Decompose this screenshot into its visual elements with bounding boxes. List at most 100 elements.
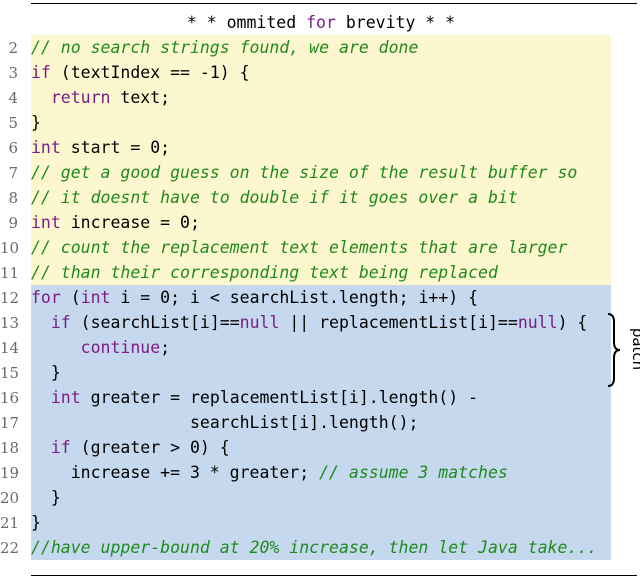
code-token: }	[31, 513, 41, 532]
code-token	[31, 338, 81, 357]
line-number: 15	[0, 364, 20, 382]
code-line: 2 // no search strings found, we are done	[0, 35, 640, 60]
code-token	[31, 313, 51, 332]
line-number: 3	[8, 64, 18, 82]
line-number: 6	[8, 139, 18, 157]
line-number: 13	[0, 314, 20, 332]
code-token	[31, 438, 51, 457]
code-text: // get a good guess on the size of the r…	[31, 160, 611, 185]
comment-token: // count the replacement text elements t…	[31, 238, 568, 257]
keyword-token: int	[50, 388, 81, 407]
code-line: 5}	[0, 110, 640, 135]
comment-token: //have upper-bound at 20% increase, then…	[31, 538, 598, 557]
code-text: if (greater > 0) {	[31, 435, 611, 460]
code-text: }	[31, 485, 611, 510]
code-text: // count the replacement text elements t…	[31, 235, 611, 260]
code-token: searchList[i].length();	[189, 413, 419, 432]
code-token: * * ommited	[186, 13, 307, 32]
code-line: 6 int start = 0;	[0, 135, 640, 160]
comment-token: // assume 3 matches	[319, 463, 508, 482]
code-line: 20 }	[0, 485, 640, 510]
line-number: 2	[8, 39, 18, 57]
code-token: start = 0;	[60, 138, 171, 157]
line-number: 10	[0, 239, 20, 257]
code-line: * * ommited for brevity * *	[0, 10, 640, 35]
top-rule	[31, 3, 637, 4]
line-number: 17	[0, 414, 20, 432]
keyword-token: continue	[80, 338, 161, 357]
comment-token: // than their corresponding text being r…	[31, 263, 498, 282]
code-text: int increase = 0;	[31, 210, 611, 235]
code-token	[31, 88, 51, 107]
line-number: 12	[0, 289, 20, 307]
keyword-token: null	[239, 313, 280, 332]
code-text: // no search strings found, we are done	[31, 35, 611, 60]
code-line: 22 //have upper-bound at 20% increase, th…	[0, 535, 640, 560]
code-token: i = 0; i < searchList.length; i++) {	[110, 288, 479, 307]
code-token	[31, 388, 51, 407]
code-text: // than their corresponding text being r…	[31, 260, 611, 285]
line-number: 9	[8, 214, 18, 232]
code-token: text;	[110, 88, 171, 107]
keyword-token: null	[517, 313, 558, 332]
patch-annotation-label: patch	[629, 327, 640, 371]
code-line: 16 int greater = replacementList[i].leng…	[0, 385, 640, 410]
code-token: brevity * *	[335, 13, 456, 32]
keyword-token: for	[306, 13, 336, 32]
code-text: * * ommited for brevity * *	[31, 10, 611, 35]
code-token: (	[60, 288, 81, 307]
comment-token: // it doesnt have to double if it goes o…	[31, 188, 518, 207]
code-token: || replacementList[i]==	[279, 313, 518, 332]
code-line: 17 searchList[i].length();	[0, 410, 640, 435]
keyword-token: if	[50, 313, 71, 332]
comment-token: // get a good guess on the size of the r…	[31, 163, 578, 182]
code-text: searchList[i].length();	[31, 410, 611, 435]
code-text: if (searchList[i]==null || replacementLi…	[31, 310, 611, 335]
code-token: (textIndex == -1) {	[50, 63, 250, 82]
code-token: increase += 3 * greater;	[31, 463, 320, 482]
line-number: 18	[0, 439, 20, 457]
code-token: (searchList[i]==	[70, 313, 240, 332]
code-line: 4 return text;	[0, 85, 640, 110]
keyword-token: int	[31, 213, 61, 232]
code-line: 19 increase += 3 * greater; // assume 3 …	[0, 460, 640, 485]
keyword-token: int	[80, 288, 111, 307]
code-token: ) {	[557, 313, 588, 332]
line-number: 16	[0, 389, 20, 407]
code-text: // it doesnt have to double if it goes o…	[31, 185, 611, 210]
code-line: 3 if (textIndex == -1) {	[0, 60, 640, 85]
line-number: 11	[0, 264, 20, 282]
code-line: 8 // it doesnt have to double if it goes …	[0, 185, 640, 210]
code-line: 12 for (int i = 0; i < searchList.length;…	[0, 285, 640, 310]
code-line: 14 continue;	[0, 335, 640, 360]
keyword-token: if	[31, 63, 51, 82]
line-number: 22	[0, 539, 20, 557]
code-text: }	[31, 110, 611, 135]
code-text: return text;	[31, 85, 611, 110]
line-number: 21	[0, 514, 20, 532]
code-line: 21}	[0, 510, 640, 535]
code-token: greater = replacementList[i].length() -	[80, 388, 479, 407]
curly-brace-icon	[607, 313, 621, 387]
line-number: 8	[8, 189, 18, 207]
code-token: (greater > 0) {	[70, 438, 230, 457]
line-number: 7	[8, 164, 18, 182]
comment-token: // no search strings found, we are done	[31, 38, 419, 57]
keyword-token: int	[31, 138, 61, 157]
bottom-rule	[31, 575, 637, 576]
code-text: int greater = replacementList[i].length(…	[31, 385, 611, 410]
line-number: 5	[8, 114, 18, 132]
code-line: 10 // count the replacement text elements…	[0, 235, 640, 260]
code-line: 7 // get a good guess on the size of the …	[0, 160, 640, 185]
keyword-token: for	[31, 288, 61, 307]
line-number: 20	[0, 489, 20, 507]
code-token: }	[31, 113, 41, 132]
code-text: if (textIndex == -1) {	[31, 60, 611, 85]
code-text: }	[31, 510, 611, 535]
code-text: //have upper-bound at 20% increase, then…	[31, 535, 611, 560]
code-line: 13 if (searchList[i]==null || replacemen…	[0, 310, 640, 335]
code-line: 15 }	[0, 360, 640, 385]
line-number: 4	[8, 89, 18, 107]
code-text: for (int i = 0; i < searchList.length; i…	[31, 285, 611, 310]
code-token	[31, 413, 190, 432]
